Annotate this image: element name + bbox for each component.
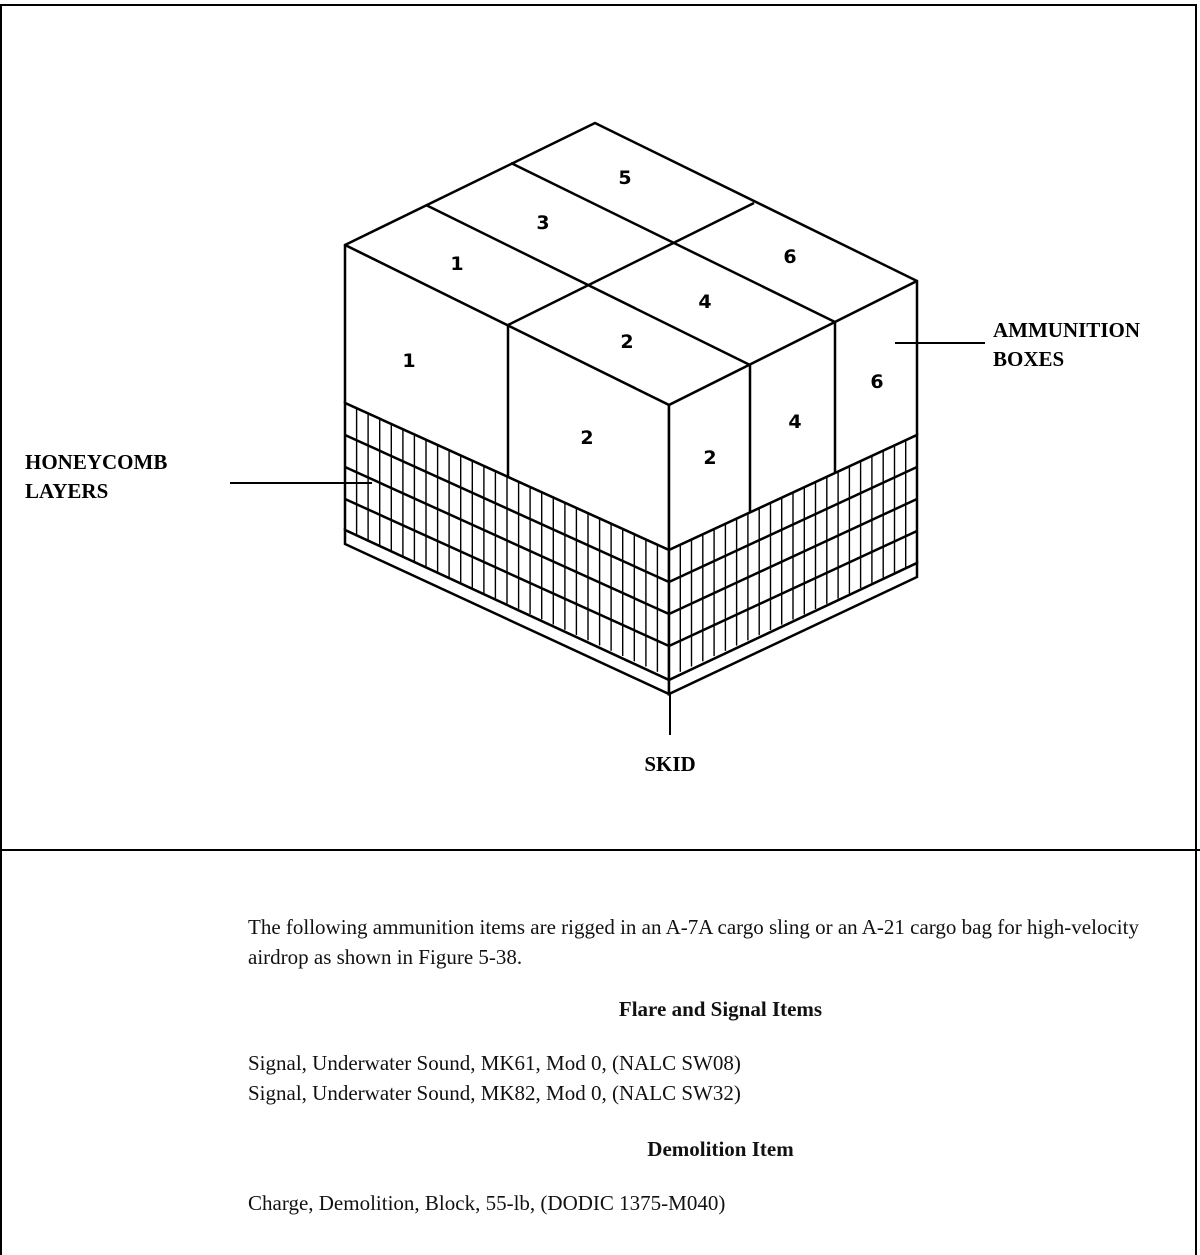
- section-heading: Flare and Signal Items: [618, 997, 823, 1021]
- leader-lines: [230, 342, 985, 735]
- ammunition-boxes-label: AMMUNITION: [993, 318, 1140, 342]
- top-label: 1: [450, 253, 463, 275]
- item-line: Signal, Underwater Sound, MK82, Mod 0, (…: [248, 1081, 741, 1105]
- skid: [343, 528, 919, 696]
- description-text: The following ammunition items are rigge…: [248, 912, 1193, 1218]
- callouts: AMMUNITION BOXES HONEYCOMB LAYERS SKID: [25, 318, 1140, 776]
- honeycomb-layers-label: LAYERS: [25, 479, 108, 503]
- ammunition-load-diagram: 5 3 1 6 4 2 1 2 2 4 6 AMMUNITION BOXES H…: [25, 121, 1140, 776]
- front-label: 4: [788, 411, 801, 433]
- front-label: 6: [870, 371, 883, 393]
- front-label: 2: [703, 447, 716, 469]
- front-label: 1: [402, 350, 415, 372]
- honeycomb-layers-label: HONEYCOMB: [25, 450, 167, 474]
- figure-frame: [0, 4, 1197, 1255]
- box-outline: [343, 121, 919, 552]
- honeycomb-layers: [343, 401, 919, 682]
- top-label: 3: [536, 212, 549, 234]
- top-label: 2: [620, 331, 633, 353]
- section-heading: Demolition Item: [647, 1137, 794, 1161]
- top-label: 5: [618, 167, 631, 189]
- section-divider: [0, 849, 1200, 851]
- box-numbers: 5 3 1 6 4 2 1 2 2 4 6: [402, 167, 883, 469]
- front-label: 2: [580, 427, 593, 449]
- top-label: 4: [698, 291, 711, 313]
- ammunition-boxes-label: BOXES: [993, 347, 1064, 371]
- intro-paragraph: The following ammunition items are rigge…: [248, 915, 1139, 969]
- top-label: 6: [783, 246, 796, 268]
- item-line: Charge, Demolition, Block, 55-lb, (DODIC…: [248, 1191, 726, 1215]
- item-line: Signal, Underwater Sound, MK61, Mod 0, (…: [248, 1051, 741, 1075]
- skid-label: SKID: [644, 752, 695, 776]
